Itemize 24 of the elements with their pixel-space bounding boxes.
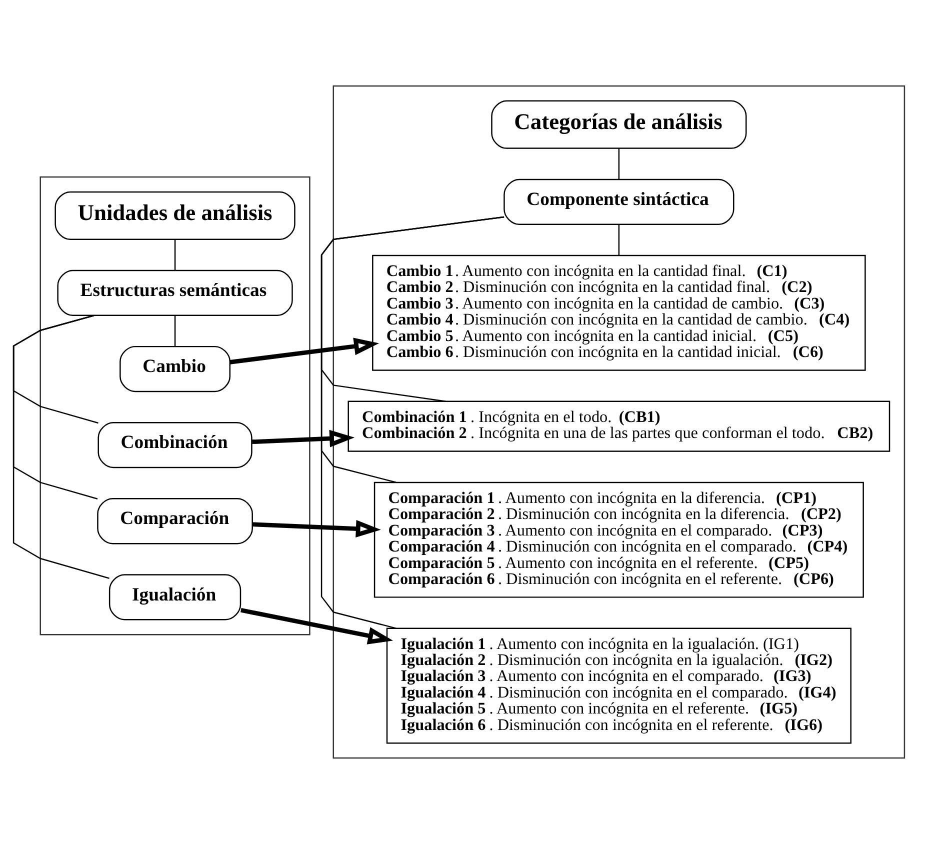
connector bbox=[618, 224, 620, 255]
connector bbox=[174, 315, 176, 346]
arrow bbox=[252, 520, 381, 537]
connector bbox=[174, 238, 176, 270]
node-box: Categorías de análisis bbox=[491, 100, 747, 148]
connector bbox=[12, 314, 110, 578]
connector bbox=[320, 216, 504, 628]
node-box: Cambio bbox=[120, 345, 231, 392]
node-box: Comparación 1. Aumento con incógnita en la diferencia. (CP1) Comparación 2. Disminución con incógnita en la diferencia. (CP2) Comparación 3. Aumento con incógnita en el comparado. (CP3) Comparación 4. Disminución con incógnita en el comparado. (CP4) Comparación 5. Aumento con incógnita en el referente. (CP5) Comparación 6. Disminución con incógnita en el referente. (CP6) bbox=[374, 481, 864, 598]
connector bbox=[618, 148, 620, 179]
arrow bbox=[252, 429, 355, 447]
node-box: Combinación 1. Incógnita en el todo. (CB1) Combinación 2. Incógnita en una de las partes que conforman el todo. CB2) bbox=[348, 400, 890, 452]
cluster bbox=[40, 176, 310, 635]
node-box: Igualación bbox=[108, 574, 242, 620]
node-box: Comparación bbox=[97, 498, 253, 544]
node-box: Cambio 1. Aumento con incógnita en la cantidad final. (C1) Cambio 2. Disminución con incógnita en la cantidad final. (C2) Cambio 3. Aumento con incógnita en la cantidad de cambio. (C3) Cambio 4. Disminución con incógnita en la cantidad de cambio. (C4) Cambio 5. Aumento con incógnita en la cantidad inicial. (C5) Cambio 6. Disminución con incógnita en la cantidad inicial. (C6) bbox=[372, 254, 866, 370]
node-box: Igualación 1. Aumento con incógnita en la igualación. (IG1) Igualación 2. Disminución con incógnita en la igualación. (IG2) Igualación 3. Aumento con incógnita en el comparado. (IG3) Igualación 4. Disminución con incógnita en el comparado. (IG4) Igualación 5. Aumento con incógnita en el referente. (IG5) Igualación 6. Disminución con incógnita en el referente. (IG6) bbox=[386, 627, 852, 744]
cluster bbox=[332, 84, 906, 758]
node-box: Componente sintáctica bbox=[504, 178, 734, 224]
node-box: Combinación bbox=[98, 422, 252, 468]
arrow bbox=[240, 608, 394, 644]
node-box: Unidades de análisis bbox=[54, 190, 296, 240]
arrow bbox=[230, 337, 380, 364]
node-box: Estructuras semánticas bbox=[57, 269, 293, 316]
